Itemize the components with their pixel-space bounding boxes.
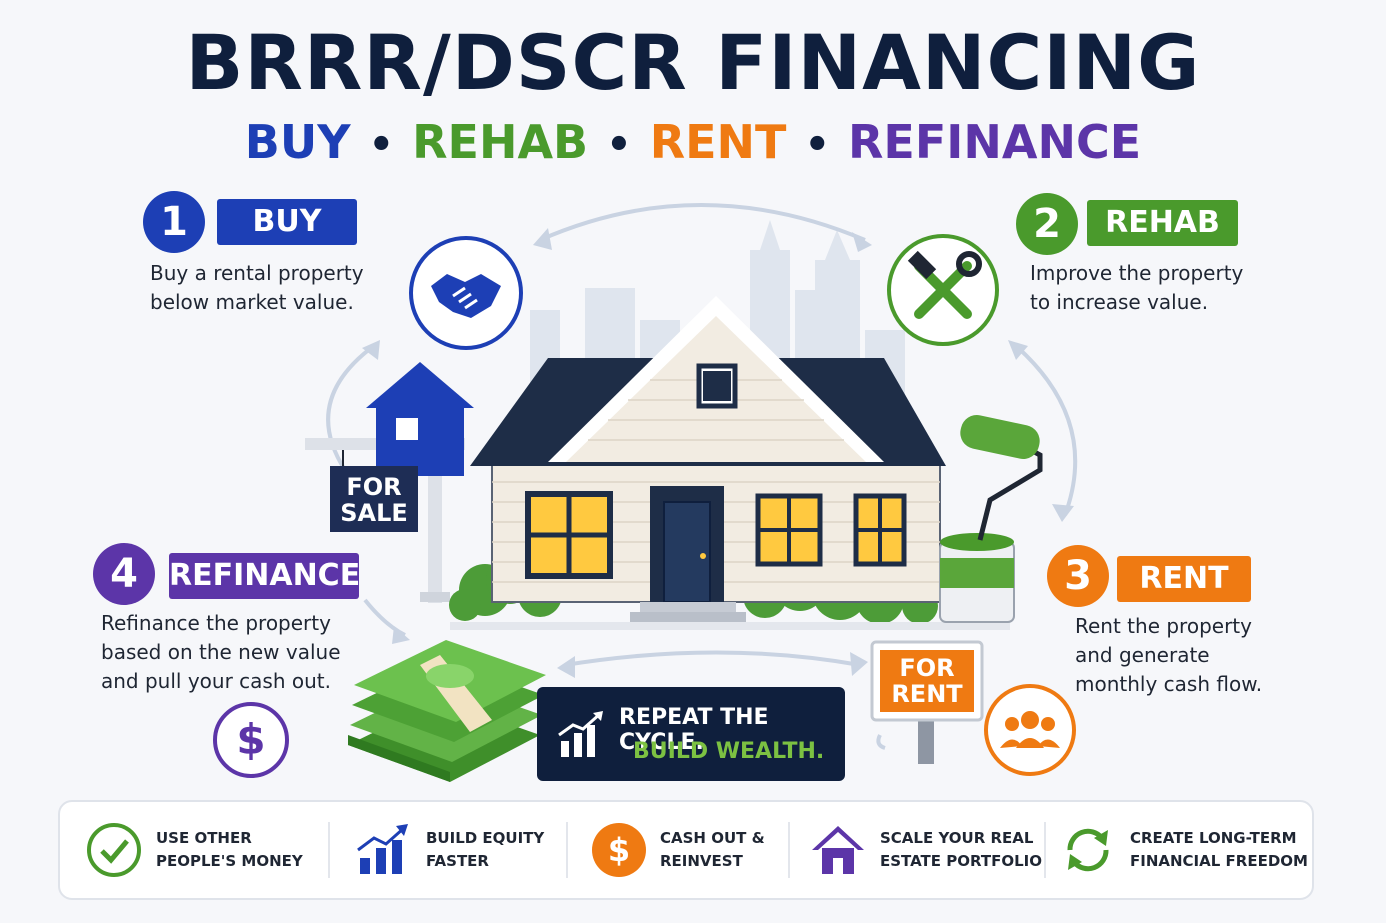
- step-4-number: 4: [93, 543, 155, 605]
- step-4-label: REFINANCE: [169, 553, 360, 599]
- house-illustration-icon: [450, 296, 1010, 630]
- subtitle-separator: •: [804, 122, 831, 168]
- benefit-3-line1: CASH OUT &: [660, 829, 765, 847]
- cta-line2: BUILD WEALTH.: [633, 739, 825, 764]
- benefit-item: CREATE LONG-TERM FINANCIAL FREEDOM: [1060, 812, 1308, 888]
- for-rent-sign-icon: [870, 640, 984, 764]
- benefit-item: BUILD EQUITY FASTER: [356, 812, 544, 888]
- step-4-description: Refinance the property based on the new …: [101, 609, 381, 696]
- step-3-desc-line2: and generate: [1075, 643, 1210, 667]
- tools-icon: [887, 234, 999, 346]
- house-icon: [812, 826, 864, 874]
- for-rent-line1: FOR: [899, 654, 955, 682]
- subtitle-separator: •: [606, 122, 632, 168]
- benefit-item: $ CASH OUT & REINVEST: [592, 812, 765, 888]
- page-title: BRRR/DSCR FINANCING: [185, 18, 1201, 107]
- benefit-5-line1: CREATE LONG-TERM: [1130, 829, 1297, 847]
- benefit-item: USE OTHER PEOPLE'S MONEY: [86, 812, 303, 888]
- divider: [788, 822, 790, 878]
- step-4-desc-line3: and pull your cash out.: [101, 669, 331, 693]
- growth-chart-icon: [357, 824, 408, 874]
- step-4-desc-line1: Refinance the property: [101, 611, 331, 635]
- step-4-desc-line2: based on the new value: [101, 640, 341, 664]
- benefit-4-line2: ESTATE PORTFOLIO: [880, 852, 1043, 870]
- step-2-number: 2: [1016, 193, 1078, 255]
- subtitle-separator: •: [368, 122, 395, 168]
- cta-line1: REPEAT THE CYCLE.: [619, 705, 769, 755]
- for-rent-sign: FOR RENT: [880, 655, 974, 707]
- check-circle-icon: [87, 823, 141, 877]
- step-3-description: Rent the property and generate monthly c…: [1075, 612, 1335, 699]
- step-3-desc-line1: Rent the property: [1075, 614, 1252, 638]
- step-1-number: 1: [143, 191, 205, 253]
- for-sale-line2: SALE: [340, 499, 408, 527]
- step-2-desc-line2: to increase value.: [1030, 290, 1209, 314]
- for-sale-sign-icon: [305, 362, 474, 603]
- cycle-arrows-icon: [1067, 828, 1109, 872]
- benefit-5-line2: FINANCIAL FREEDOM: [1130, 852, 1308, 870]
- growth-chart-icon: [558, 711, 603, 757]
- step-1-desc-line2: below market value.: [150, 290, 354, 314]
- dollar-icon: $: [213, 702, 289, 778]
- for-sale-line1: FOR: [346, 473, 402, 501]
- divider: [328, 822, 330, 878]
- benefit-4-line1: SCALE YOUR REAL: [880, 829, 1034, 847]
- benefit-2-line1: BUILD EQUITY: [426, 829, 545, 847]
- step-3-number: 3: [1047, 545, 1109, 607]
- dollar-coin-icon: $: [592, 823, 646, 877]
- people-icon: [984, 684, 1076, 776]
- step-2-desc-line1: Improve the property: [1030, 261, 1244, 285]
- subtitle-buy: BUY: [244, 115, 351, 169]
- for-sale-sign: FOR SALE: [330, 474, 418, 526]
- divider: [1044, 822, 1046, 878]
- step-2-description: Improve the property to increase value.: [1030, 259, 1290, 317]
- for-rent-line2: RENT: [891, 680, 963, 708]
- step-1-description: Buy a rental property below market value…: [150, 259, 410, 317]
- subtitle-rehab: REHAB: [412, 115, 589, 169]
- benefit-1-line1: USE OTHER: [156, 829, 252, 847]
- benefit-2-line2: FASTER: [426, 852, 489, 870]
- benefits-bar: [58, 800, 1314, 900]
- step-1-label: BUY: [217, 199, 357, 245]
- step-2-label: REHAB: [1087, 200, 1238, 246]
- repeat-cycle-banner: REPEAT THE CYCLE. BUILD WEALTH.: [537, 687, 845, 781]
- subtitle-refinance: REFINANCE: [848, 115, 1142, 169]
- step-3-desc-line3: monthly cash flow.: [1075, 672, 1263, 696]
- money-stack-icon: [348, 640, 546, 782]
- divider: [566, 822, 568, 878]
- handshake-icon: [409, 236, 523, 350]
- paint-roller-icon: [939, 415, 1043, 623]
- step-1-desc-line1: Buy a rental property: [150, 261, 364, 285]
- subtitle-rent: RENT: [649, 115, 787, 169]
- benefit-1-line2: PEOPLE'S MONEY: [156, 852, 303, 870]
- page-subtitle: BUY • REHAB • RENT • REFINANCE: [0, 115, 1386, 169]
- benefit-item: SCALE YOUR REAL ESTATE PORTFOLIO: [810, 812, 1042, 888]
- benefit-3-line2: REINVEST: [660, 852, 743, 870]
- cycle-arrows: [326, 203, 1078, 750]
- step-3-label: RENT: [1117, 556, 1251, 602]
